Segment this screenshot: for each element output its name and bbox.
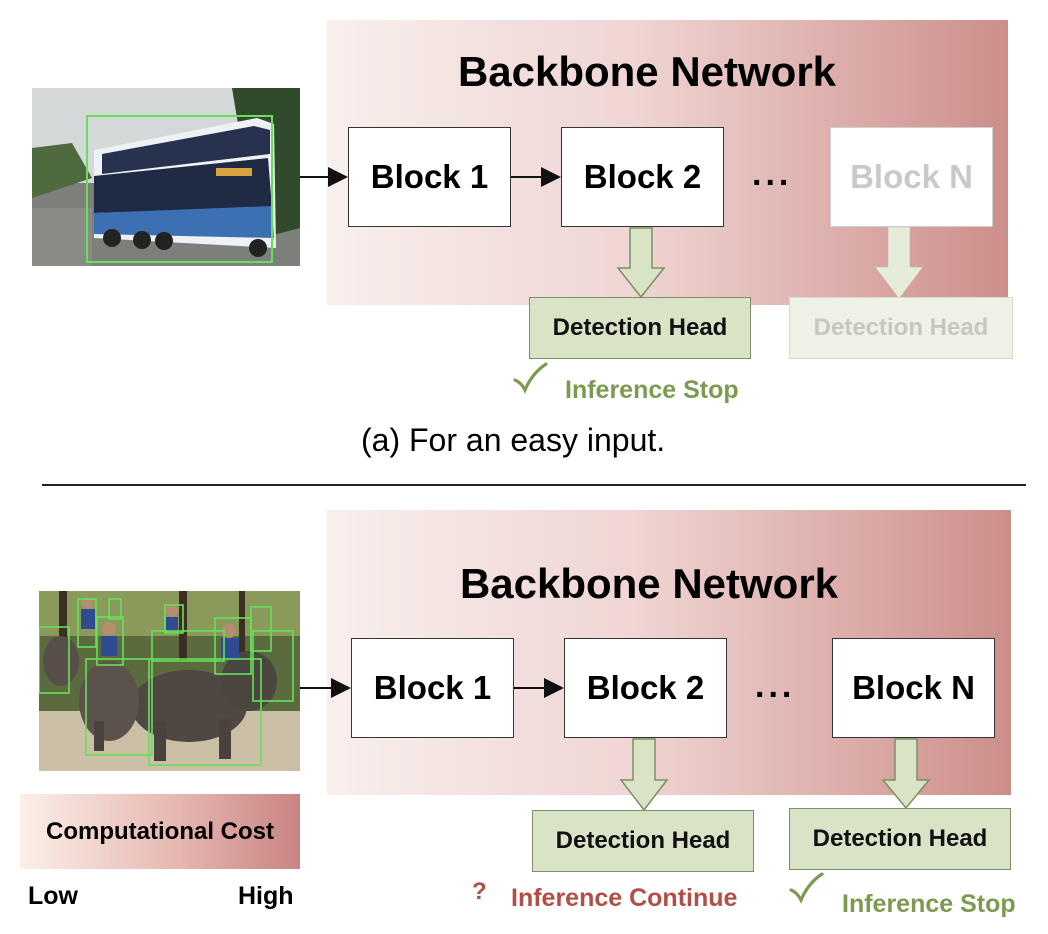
legend-high-label: High bbox=[238, 882, 294, 910]
inference-stop-label-a: Inference Stop bbox=[565, 376, 739, 404]
block-n-b: Block N bbox=[832, 638, 995, 738]
checkmark-icon bbox=[788, 872, 824, 911]
inference-stop-label-b: Inference Stop bbox=[842, 890, 1016, 918]
question-mark-icon: ? bbox=[472, 878, 487, 905]
backbone-title-a: Backbone Network bbox=[457, 48, 837, 95]
caption-a: (a) For an easy input. bbox=[361, 422, 666, 458]
backbone-title-b: Backbone Network bbox=[459, 560, 839, 607]
divider-line bbox=[42, 484, 1026, 486]
elephants-image bbox=[39, 591, 300, 771]
checkmark-icon bbox=[512, 362, 548, 401]
bus-image bbox=[32, 88, 300, 266]
down-arrow-blockn-a bbox=[875, 227, 923, 299]
block-n-a: Block N bbox=[830, 127, 993, 227]
inference-continue-label: Inference Continue bbox=[511, 884, 738, 912]
legend-low-label: Low bbox=[28, 882, 78, 910]
down-arrow-blockn-b bbox=[881, 738, 931, 810]
block-1-b: Block 1 bbox=[351, 638, 514, 738]
ellipsis-a: ... bbox=[752, 155, 793, 193]
down-arrow-block2-b bbox=[619, 738, 669, 812]
computational-cost-legend: Computational Cost bbox=[20, 794, 300, 869]
detection-head-n-b: Detection Head bbox=[789, 808, 1011, 870]
ellipsis-b: ... bbox=[755, 667, 796, 705]
detection-head-2-b: Detection Head bbox=[532, 810, 754, 872]
detection-head-2-a: Detection Head bbox=[529, 297, 751, 359]
detection-head-n-a: Detection Head bbox=[789, 297, 1013, 359]
block-1-a: Block 1 bbox=[348, 127, 511, 227]
block-2-a: Block 2 bbox=[561, 127, 724, 227]
block-2-b: Block 2 bbox=[564, 638, 727, 738]
down-arrow-block2-a bbox=[616, 227, 666, 299]
